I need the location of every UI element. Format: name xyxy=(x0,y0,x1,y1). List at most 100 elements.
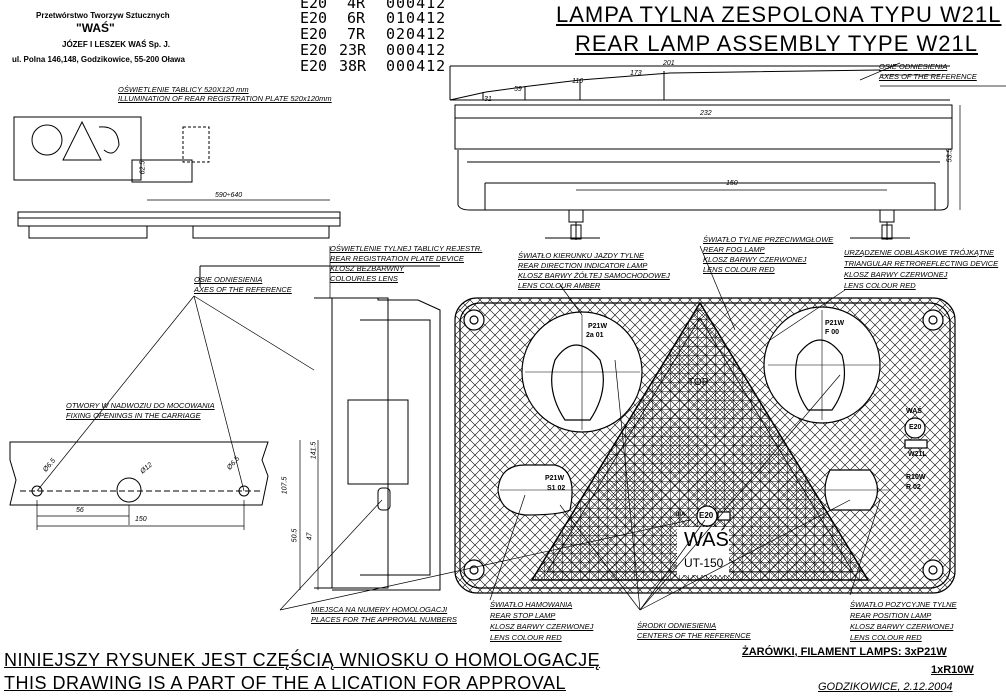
fog-bulb-mark: P21W xyxy=(825,320,845,327)
w21l-mark: W21L xyxy=(908,451,927,458)
approval-code: 23R xyxy=(339,41,367,59)
approval-code: 4R xyxy=(347,0,366,12)
dim-59: 59 xyxy=(514,86,522,93)
stop-code-mark: S1 02 xyxy=(547,485,566,492)
callout-line: ŚWIATŁO HAMOWANIA xyxy=(490,600,573,609)
approval-number: 000412 xyxy=(386,41,447,59)
callout-line: KLOSZ BARWY CZERWONEJ xyxy=(844,270,948,279)
callout-line: REAR DIRECTION INDICATOR LAMP xyxy=(518,261,648,270)
callout-line: TRIANGULAR RETROREFLECTING DEVICE xyxy=(844,259,999,268)
approval-mark: E20 xyxy=(300,57,328,75)
callout-line: AXES OF THE REFERENCE xyxy=(194,285,292,294)
dim-31: 31 xyxy=(484,96,492,103)
callout-line: LENS COLOUR RED xyxy=(844,281,916,290)
plate-sketch xyxy=(13,116,341,239)
callout-line: ŚWIATŁO KIERUNKU JAZDY TYLNE xyxy=(518,251,644,260)
callout-line: KLOSZ BARWY CZERWONEJ xyxy=(703,255,807,264)
approval-number: 010412 xyxy=(386,9,447,27)
company-line1: Przetwórstwo Tworzyw Sztucznych xyxy=(36,11,170,20)
callout-line: REAR STOP LAMP xyxy=(490,611,556,620)
company-address: ul. Polna 146,148, Godzikowice, 55-200 O… xyxy=(12,55,185,64)
callout-line: OSIE ODNIESIENIA xyxy=(194,275,263,284)
callout-line: LENS COLOUR RED xyxy=(850,633,922,642)
dir-bulb-mark: P21W xyxy=(588,323,608,330)
top-view xyxy=(449,65,1006,240)
callout-line: LENS COLOUR AMBER xyxy=(518,281,601,290)
dim-47: 47 xyxy=(306,532,314,541)
callout-line: FIXING OPENINGS IN THE CARRIAGE xyxy=(66,411,201,420)
dim-150-fix: 150 xyxy=(135,516,147,523)
approval-number: 000412 xyxy=(386,57,447,75)
title-english: REAR LAMP ASSEMBLY TYPE W21L xyxy=(575,31,978,56)
dim-53-5: 53.5 xyxy=(946,148,954,163)
company-name: "WAŚ" xyxy=(76,21,115,35)
dim-201: 201 xyxy=(663,60,675,67)
stop-bulb-mark: P21W xyxy=(545,475,565,482)
dim-173: 173 xyxy=(630,70,642,77)
approval-code: 6R xyxy=(347,9,366,27)
callout-line: URZĄDZENIE ODBLASKOWE TRÓJKĄTNE xyxy=(844,248,995,257)
side-section xyxy=(199,265,441,591)
fixing-openings xyxy=(9,441,269,530)
callout-line: KLOSZ BARWY ŻÓŁTEJ SAMOCHODOWEJ xyxy=(518,271,670,280)
ia-mark: IIIA xyxy=(676,512,686,518)
callout-line: LENS COLOUR RED xyxy=(490,633,562,642)
approval-mark: E20 xyxy=(300,9,328,27)
footer-place-date: GODZIKOWICE, 2.12.2004 xyxy=(818,681,953,693)
callout-line: OTWORY W NADWOZIU DO MOCOWANIA xyxy=(66,401,215,410)
callout-line: ŚWIATŁO POZYCYJNE TYLNE xyxy=(850,600,957,609)
was-logo: WAŚ xyxy=(684,529,729,551)
approval-number: 000412 xyxy=(386,0,447,12)
pos-code-mark: R 02 xyxy=(906,484,921,491)
approval-mark: E20 xyxy=(300,25,328,43)
plate-dim-width: 590÷640 xyxy=(215,192,243,199)
model-mark: UT-150 xyxy=(684,556,724,570)
lamps-note-1: ŻARÓWKI, FILAMENT LAMPS: 3xP21W xyxy=(742,646,947,658)
center-e20-mark: E20 xyxy=(699,511,714,520)
pos-bulb-mark: R10W xyxy=(906,474,926,481)
plate-label-en: ILLUMINATION OF REAR REGISTRATION PLATE … xyxy=(118,94,332,103)
callout-line: MIEJSCA NA NUMERY HOMOLOGACJI xyxy=(311,605,448,614)
callout-line: LENS COLOUR RED xyxy=(703,265,775,274)
dim-50-5: 50.5 xyxy=(291,528,299,543)
callout-line: OŚWIETLENIE TYLNEJ TABLICY REJESTR. xyxy=(330,244,483,253)
callout-line: REAR POSITION LAMP xyxy=(850,611,932,620)
callout-line: REAR REGISTRATION PLATE DEVICE xyxy=(330,254,464,263)
e20-mark: E20 xyxy=(909,424,922,431)
footer-english: THIS DRAWING IS A PART OF THE A LICATION… xyxy=(4,673,566,693)
dir-code-mark: 2a 01 xyxy=(586,332,604,339)
dim-107-5: 107.5 xyxy=(281,476,289,495)
callout-line: REAR FOG LAMP xyxy=(703,245,765,254)
was-mark: WAŚ xyxy=(906,408,922,415)
fog-code-mark: F 00 xyxy=(825,329,840,336)
front-view xyxy=(454,297,956,594)
plate-dim-height: 62.5 xyxy=(139,160,147,175)
dim-116: 116 xyxy=(572,78,584,85)
approval-number: 020412 xyxy=(386,25,447,43)
callout-line: CENTERS OF THE REFERENCE xyxy=(637,631,751,640)
dim-141-5: 141.5 xyxy=(310,441,318,460)
company-owners: JÓZEF I LESZEK WAŚ Sp. J. xyxy=(62,40,171,49)
lamps-note-2: 1xR10W xyxy=(931,664,974,676)
approval-code: 38R xyxy=(339,57,367,75)
axes-top-pl: OSIE ODNIESIENIA xyxy=(879,62,948,71)
callout-line: KLOSZ BARWY CZERWONEJ xyxy=(490,622,594,631)
dim-56: 56 xyxy=(76,507,84,514)
callout-line: KLOSZ BARWY CZERWONEJ xyxy=(850,622,954,631)
callout-line: COLOURLES LENS xyxy=(330,274,398,283)
dim-232: 232 xyxy=(700,110,712,117)
title-polish: LAMPA TYLNA ZESPOLONA TYPU W21L xyxy=(556,2,1002,27)
callout-line: PLACES FOR THE APPROVAL NUMBERS xyxy=(311,615,457,624)
dim-150: 150 xyxy=(726,180,738,187)
approval-code: 7R xyxy=(347,25,366,43)
callout-line: KLOSZ BEZBARWNY xyxy=(330,264,405,273)
approval-mark: E20 xyxy=(300,0,328,12)
leader-lines xyxy=(36,62,901,611)
top-mark: TOP xyxy=(688,377,709,388)
callout-line: ŚWIATŁO TYLNE PRZECIWMGŁOWE xyxy=(703,235,834,244)
approval-mark: E20 xyxy=(300,41,328,59)
callout-line: ŚRODKI ODNIESIENIA xyxy=(637,621,717,630)
plate-label-pl: OŚWIETLENIE TABLICY 520X120 mm xyxy=(118,85,249,94)
footer-polish: NINIEJSZY RYSUNEK JEST CZĘŚCIĄ WNIOSKU O… xyxy=(4,650,601,670)
